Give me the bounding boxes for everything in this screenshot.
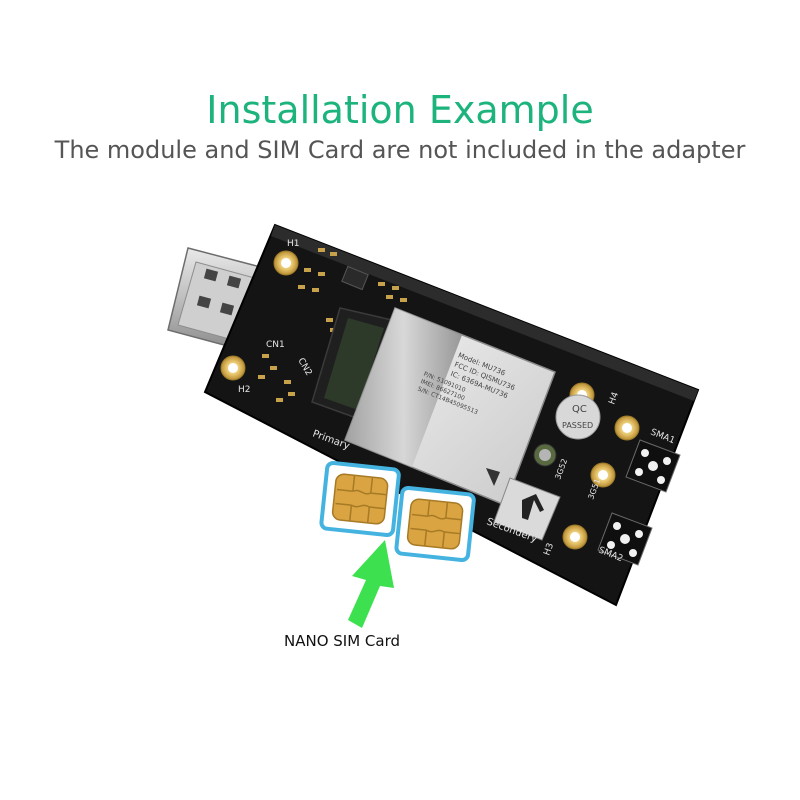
ic-chip (341, 265, 369, 291)
mounting-hole-3g51 (590, 462, 616, 488)
sim-slot-window (493, 477, 561, 541)
mounting-hole-h4 (614, 415, 640, 441)
mounting-hole-h2 (220, 355, 246, 381)
label-cn1: CN1 (266, 340, 285, 350)
pointer-arrow-icon (348, 540, 394, 628)
mounting-hole-h1 (273, 250, 299, 276)
qc-passed-sticker: QC PASSED (555, 394, 601, 440)
label-h4: H4 (607, 391, 621, 406)
lte-module: Model: MU736 FCC ID: QISMU736 IC: 6369A-… (344, 307, 556, 506)
module-screw (533, 443, 557, 467)
label-h1: H1 (287, 239, 300, 249)
page-subtitle: The module and SIM Card are not included… (54, 136, 746, 164)
passed-label: PASSED (562, 421, 593, 430)
page-title: Installation Example (206, 88, 594, 132)
sim-card-caption: NANO SIM Card (284, 632, 401, 650)
label-h3: H3 (542, 542, 556, 557)
nano-sim-card-1 (319, 461, 401, 537)
nano-sim-card-2 (394, 486, 476, 562)
label-h2: H2 (238, 385, 251, 395)
mounting-hole-h3 (562, 524, 588, 550)
sma2-pad (597, 512, 653, 566)
qc-label: QC (572, 404, 587, 415)
module-arrow-icon (486, 468, 500, 486)
sma1-pad (625, 439, 681, 493)
up-arrow-icon (522, 494, 544, 520)
